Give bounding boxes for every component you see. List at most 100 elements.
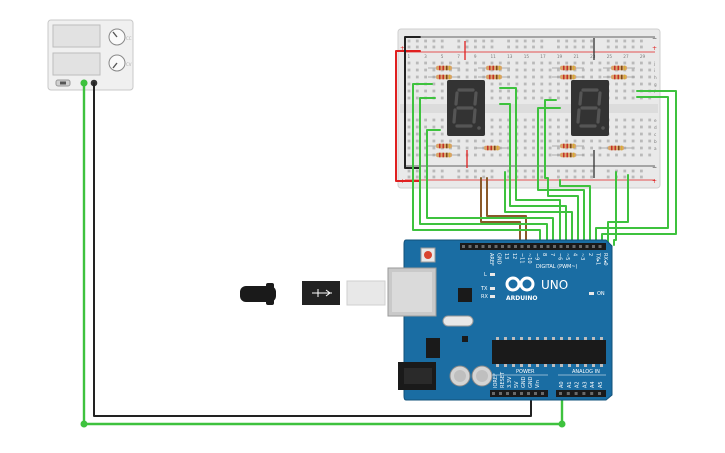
breadboard-hole[interactable] xyxy=(432,61,436,65)
breadboard-hole[interactable] xyxy=(440,61,444,65)
breadboard-hole[interactable] xyxy=(623,61,627,65)
breadboard-hole[interactable] xyxy=(532,175,535,179)
breadboard-hole[interactable] xyxy=(507,139,510,143)
breadboard-hole[interactable] xyxy=(623,153,627,157)
breadboard-hole[interactable] xyxy=(490,132,494,136)
breadboard-hole[interactable] xyxy=(532,82,535,86)
header-pin[interactable] xyxy=(481,245,485,248)
breadboard-hole[interactable] xyxy=(640,146,643,150)
header-pin[interactable] xyxy=(566,245,569,248)
breadboard-hole[interactable] xyxy=(548,89,552,93)
bottom-headers[interactable] xyxy=(492,392,601,395)
breadboard-hole[interactable] xyxy=(457,68,461,72)
header-pin[interactable] xyxy=(553,245,556,248)
breadboard-hole[interactable] xyxy=(548,118,552,122)
breadboard-hole[interactable] xyxy=(440,96,444,100)
breadboard-hole[interactable] xyxy=(498,139,502,143)
breadboard-hole[interactable] xyxy=(540,45,544,49)
wire-brown-1[interactable] xyxy=(480,177,521,246)
breadboard-hole[interactable] xyxy=(523,45,527,49)
breadboard-hole[interactable] xyxy=(640,61,643,65)
breadboard-hole[interactable] xyxy=(548,146,552,150)
breadboard-hole[interactable] xyxy=(474,139,477,143)
breadboard-hole[interactable] xyxy=(490,82,494,86)
breadboard-hole[interactable] xyxy=(490,61,494,65)
breadboard-hole[interactable] xyxy=(474,175,477,179)
breadboard-hole[interactable] xyxy=(424,139,427,143)
breadboard-hole[interactable] xyxy=(415,89,419,93)
breadboard-hole[interactable] xyxy=(631,68,635,72)
analog-pin[interactable] xyxy=(566,392,570,395)
breadboard-hole[interactable] xyxy=(532,139,535,143)
breadboard-hole[interactable] xyxy=(532,153,535,157)
breadboard-hole[interactable] xyxy=(581,146,585,150)
breadboard-hole[interactable] xyxy=(415,75,419,79)
breadboard-hole[interactable] xyxy=(407,125,411,129)
header-pin[interactable] xyxy=(514,245,517,248)
breadboard-hole[interactable] xyxy=(623,118,627,122)
breadboard-hole[interactable] xyxy=(498,118,502,122)
breadboard-hole[interactable] xyxy=(523,96,527,100)
breadboard-hole[interactable] xyxy=(482,169,486,173)
breadboard-hole[interactable] xyxy=(424,61,427,65)
breadboard-hole[interactable] xyxy=(498,132,502,136)
wire-junction[interactable] xyxy=(558,420,566,428)
wire-green-6[interactable] xyxy=(504,171,573,246)
breadboard-hole[interactable] xyxy=(623,132,627,136)
digital-header[interactable] xyxy=(462,245,602,248)
breadboard-hole[interactable] xyxy=(540,175,544,179)
breadboard-hole[interactable] xyxy=(532,39,535,43)
breadboard-hole[interactable] xyxy=(440,45,444,49)
breadboard-hole[interactable] xyxy=(507,61,510,65)
breadboard-hole[interactable] xyxy=(623,45,627,49)
breadboard-hole[interactable] xyxy=(615,132,618,136)
analog-pin[interactable] xyxy=(582,392,586,395)
breadboard-hole[interactable] xyxy=(557,132,560,136)
breadboard-hole[interactable] xyxy=(465,39,469,43)
breadboard-hole[interactable] xyxy=(407,169,411,173)
analog-pin[interactable] xyxy=(598,392,601,395)
resistor-icon[interactable] xyxy=(428,152,460,158)
breadboard-hole[interactable] xyxy=(465,169,469,173)
breadboard-hole[interactable] xyxy=(540,75,544,79)
breadboard-hole[interactable] xyxy=(565,118,569,122)
header-pin[interactable] xyxy=(488,245,491,248)
power-pin[interactable] xyxy=(506,392,509,395)
breadboard-hole[interactable] xyxy=(557,68,560,72)
breadboard-hole[interactable] xyxy=(540,146,544,150)
wire-green-12[interactable] xyxy=(607,174,629,246)
breadboard-hole[interactable] xyxy=(565,175,569,179)
breadboard-hole[interactable] xyxy=(498,96,502,100)
breadboard-hole[interactable] xyxy=(540,153,544,157)
breadboard-hole[interactable] xyxy=(415,118,419,122)
breadboard-hole[interactable] xyxy=(540,82,544,86)
breadboard-hole[interactable] xyxy=(615,153,618,157)
breadboard-hole[interactable] xyxy=(532,146,535,150)
breadboard-hole[interactable] xyxy=(615,118,618,122)
breadboard-hole[interactable] xyxy=(573,139,577,143)
breadboard-hole[interactable] xyxy=(507,89,510,93)
breadboard-hole[interactable] xyxy=(598,68,602,72)
arduino-uno-board[interactable]: ARDUINO UNO ON L TX RX DIGITAL (PWM~) AR… xyxy=(387,239,613,401)
breadboard-hole[interactable] xyxy=(424,39,427,43)
breadboard-hole[interactable] xyxy=(598,146,602,150)
breadboard-hole[interactable] xyxy=(623,39,627,43)
header-pin[interactable] xyxy=(494,245,498,248)
breadboard-hole[interactable] xyxy=(440,175,444,179)
breadboard-hole[interactable] xyxy=(415,146,419,150)
wire-green-5[interactable] xyxy=(499,103,567,246)
breadboard-hole[interactable] xyxy=(474,61,477,65)
breadboard-hole[interactable] xyxy=(507,45,510,49)
breadboard-hole[interactable] xyxy=(548,61,552,65)
breadboard-hole[interactable] xyxy=(407,153,411,157)
breadboard-hole[interactable] xyxy=(523,68,527,72)
breadboard-hole[interactable] xyxy=(532,68,535,72)
breadboard-hole[interactable] xyxy=(432,169,436,173)
resistor-icon[interactable] xyxy=(428,74,460,80)
breadboard-hole[interactable] xyxy=(640,125,643,129)
breadboard-hole[interactable] xyxy=(449,139,452,143)
wire-green-8[interactable] xyxy=(537,107,585,246)
breadboard-hole[interactable] xyxy=(565,132,569,136)
breadboard-hole[interactable] xyxy=(557,89,560,93)
header-pin[interactable] xyxy=(533,245,537,248)
